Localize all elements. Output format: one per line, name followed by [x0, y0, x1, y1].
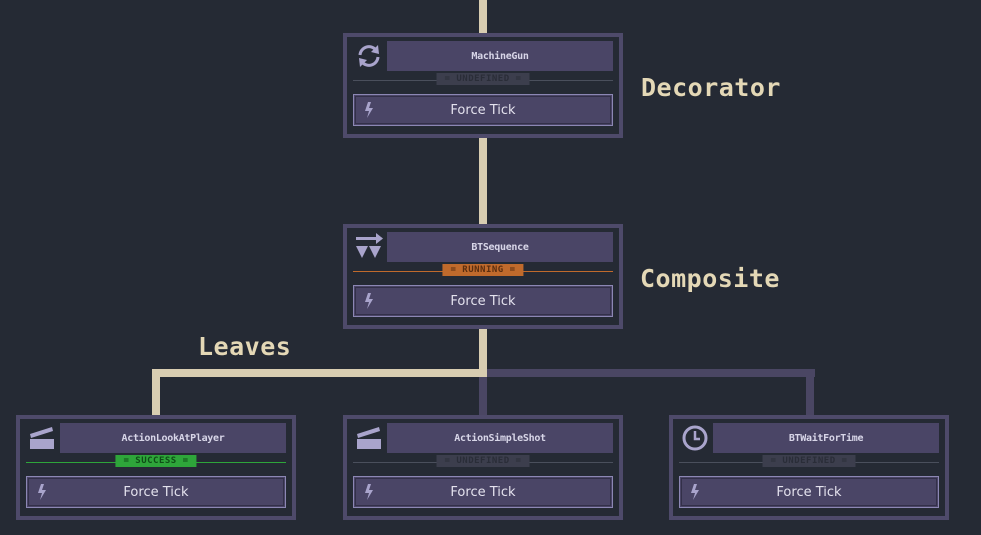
lightning-icon — [365, 484, 373, 500]
lightning-icon — [691, 484, 699, 500]
composite-label: Composite — [640, 264, 780, 293]
lightning-icon — [365, 293, 373, 309]
force-tick-label: Force Tick — [450, 102, 516, 118]
node-bt-wait-for-time[interactable]: BTWaitForTime = UNDEFINED = Force Tick — [669, 415, 949, 520]
status-text: UNDEFINED — [456, 456, 510, 466]
wire-to-bt-wait — [806, 369, 814, 416]
force-tick-button[interactable]: Force Tick — [353, 94, 613, 126]
node-title: ActionSimpleShot — [387, 423, 613, 453]
wire-sequence-down — [479, 328, 487, 378]
status-text: SUCCESS — [135, 456, 177, 466]
force-tick-label: Force Tick — [123, 484, 189, 500]
wire-active-horizontal — [152, 369, 487, 377]
node-title: BTSequence — [387, 232, 613, 262]
lightning-icon — [38, 484, 46, 500]
wire-to-action-shot — [479, 369, 487, 416]
force-tick-label: Force Tick — [776, 484, 842, 500]
node-machinegun[interactable]: MachineGun = UNDEFINED = Force Tick — [343, 33, 623, 138]
clock-icon — [679, 424, 711, 452]
node-title: BTWaitForTime — [713, 423, 939, 453]
wire-to-action-look — [152, 369, 160, 416]
node-title: ActionLookAtPlayer — [60, 423, 286, 453]
force-tick-button[interactable]: Force Tick — [679, 476, 939, 508]
status-badge: = UNDEFINED = — [436, 455, 530, 467]
status-badge: = UNDEFINED = — [436, 73, 530, 85]
node-action-simple-shot[interactable]: ActionSimpleShot = UNDEFINED = Force Tic… — [343, 415, 623, 520]
clapperboard-icon — [353, 424, 385, 452]
status-badge: = UNDEFINED = — [762, 455, 856, 467]
wire-inactive-horizontal — [479, 369, 815, 377]
leaves-label: Leaves — [198, 332, 292, 361]
force-tick-button[interactable]: Force Tick — [26, 476, 286, 508]
node-title: MachineGun — [387, 41, 613, 71]
sequence-icon — [353, 233, 385, 261]
status-text: UNDEFINED — [782, 456, 836, 466]
force-tick-button[interactable]: Force Tick — [353, 285, 613, 317]
status-text: UNDEFINED — [456, 74, 510, 84]
clapperboard-icon — [26, 424, 58, 452]
repeat-icon — [353, 42, 385, 70]
force-tick-label: Force Tick — [450, 484, 516, 500]
node-action-look-at-player[interactable]: ActionLookAtPlayer = SUCCESS = Force Tic… — [16, 415, 296, 520]
decorator-label: Decorator — [641, 73, 781, 102]
node-btsequence[interactable]: BTSequence = RUNNING = Force Tick — [343, 224, 623, 329]
force-tick-button[interactable]: Force Tick — [353, 476, 613, 508]
status-text: RUNNING — [462, 265, 504, 275]
status-badge: = RUNNING = — [442, 264, 524, 276]
force-tick-label: Force Tick — [450, 293, 516, 309]
wire-machinegun-to-sequence — [479, 137, 487, 225]
wire-root-to-machinegun — [479, 0, 487, 34]
status-badge: = SUCCESS = — [115, 455, 197, 467]
lightning-icon — [365, 102, 373, 118]
